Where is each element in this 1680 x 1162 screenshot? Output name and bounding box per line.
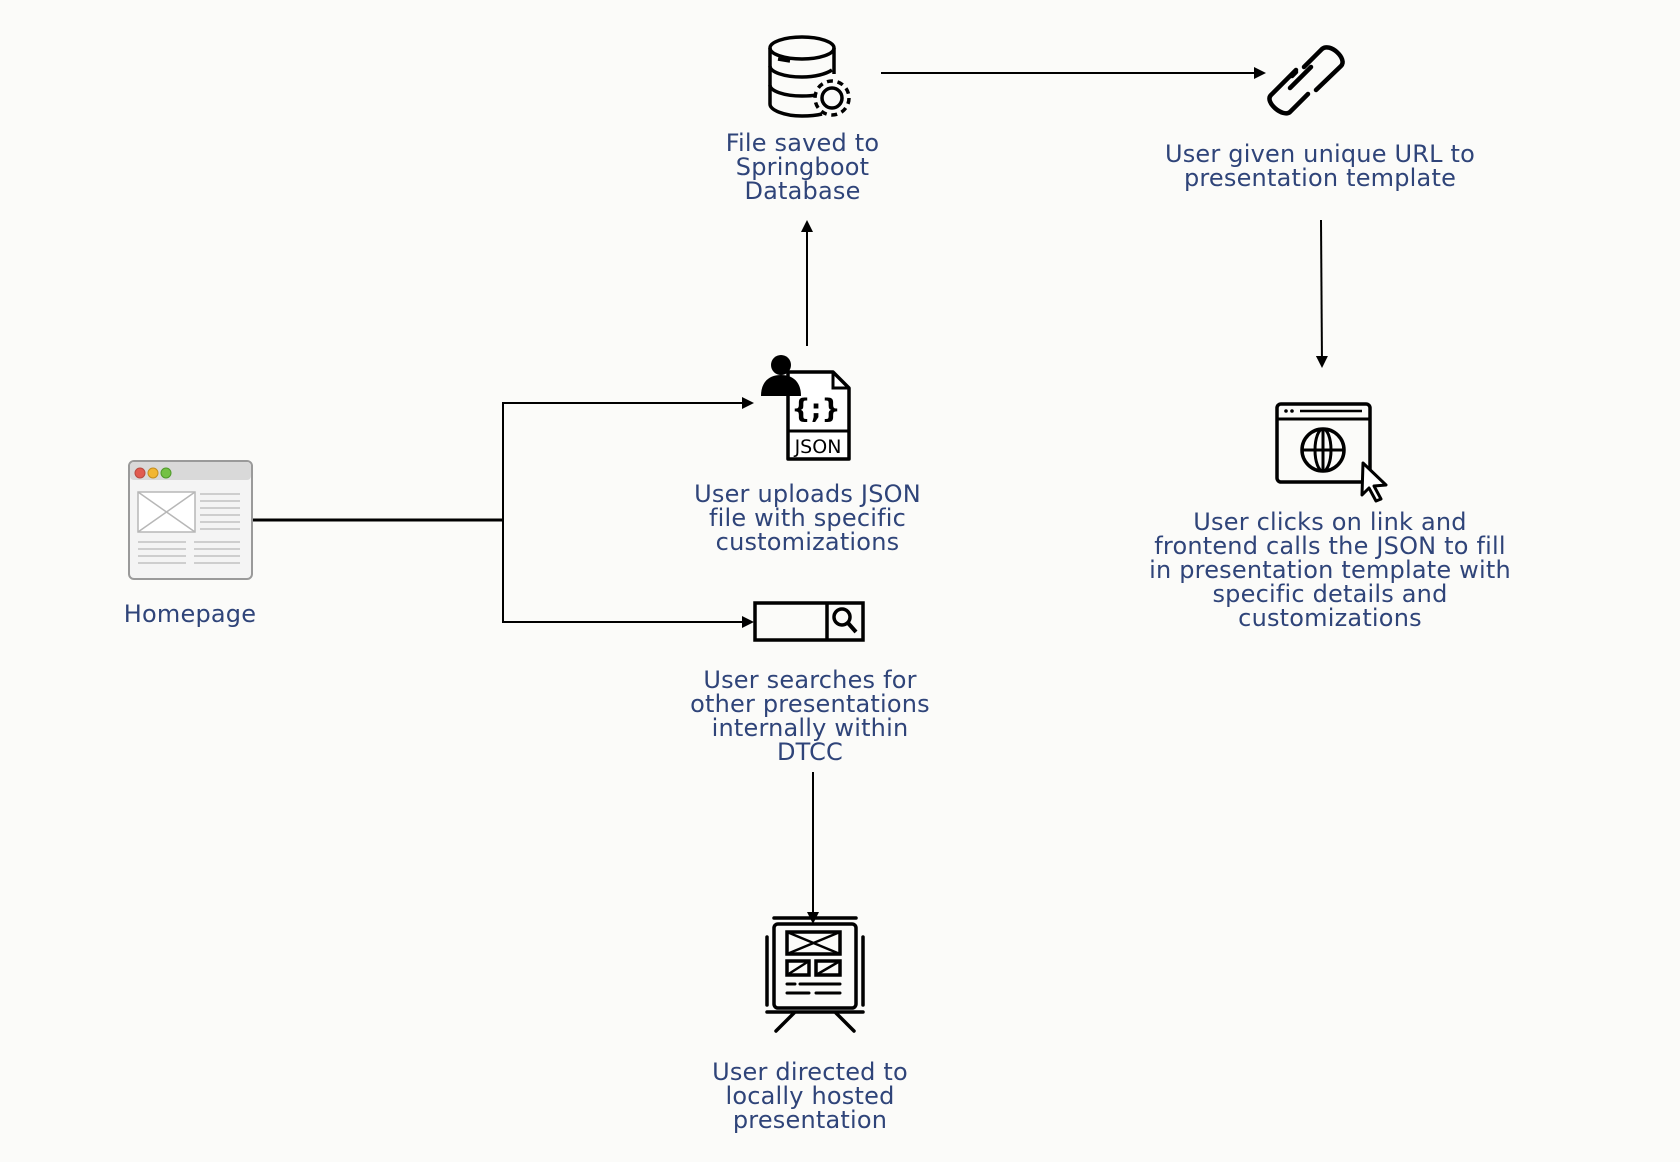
presentation-board-icon	[765, 916, 865, 1033]
database-label: File saved to Springboot Database	[725, 129, 880, 205]
database-gear-icon	[768, 35, 851, 118]
clicks-link-label: User clicks on link and frontend calls t…	[1149, 508, 1511, 632]
edge-homepage-to-search	[502, 520, 754, 628]
link-icon	[1267, 45, 1345, 116]
json-file-user-icon: JSON {;}	[761, 355, 851, 461]
browser-window-icon	[128, 460, 253, 580]
web-browser-cursor-icon	[1275, 402, 1388, 503]
hosted-label: User directed to locally hosted presenta…	[712, 1058, 908, 1134]
homepage-label: Homepage	[123, 600, 257, 628]
unique-url-label: User given unique URL to presentation te…	[1164, 140, 1476, 192]
svg-text:JSON: JSON	[794, 436, 842, 458]
edge-url-to-clicks	[1315, 219, 1328, 368]
search-bar-icon	[753, 601, 865, 642]
search-label: User searches for other presentations in…	[690, 666, 930, 766]
upload-json-label: User uploads JSON file with specific cus…	[694, 480, 921, 556]
svg-text:{;}: {;}	[791, 394, 840, 425]
connectors	[253, 67, 1328, 924]
